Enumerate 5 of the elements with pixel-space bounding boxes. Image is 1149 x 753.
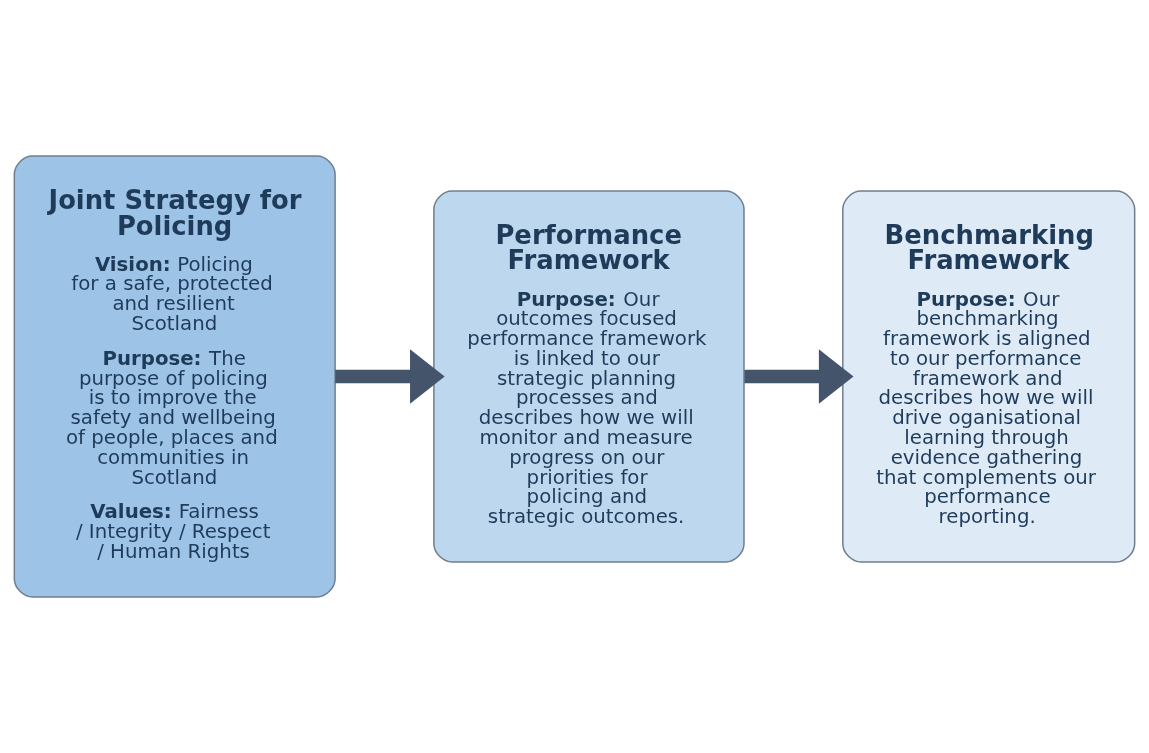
node-box: Performance Framework Purpose: Our outcomes focused performance framework is linked to our strategic planning processes and describes how we will monitor and measure progress on our priorities for policing and strategic outcomes. — [433, 190, 745, 563]
node-box: Benchmarking Framework Purpose: Our benchmarking framework is aligned to our performance framework and describes how we will drive oganisational learning through evidence gathering that complements our performance reporting. — [842, 190, 1136, 563]
arrow — [744, 349, 854, 404]
arrow — [335, 349, 445, 404]
node-box: Joint Strategy for Policing Vision: Policing for a safe, protected and resilient Scotland Purpose: The purpose of policing is to improve the safety and wellbeing of people, places and communities in Scotland Values: Fairness / Integrity / Respect / Human Rights — [13, 155, 336, 598]
